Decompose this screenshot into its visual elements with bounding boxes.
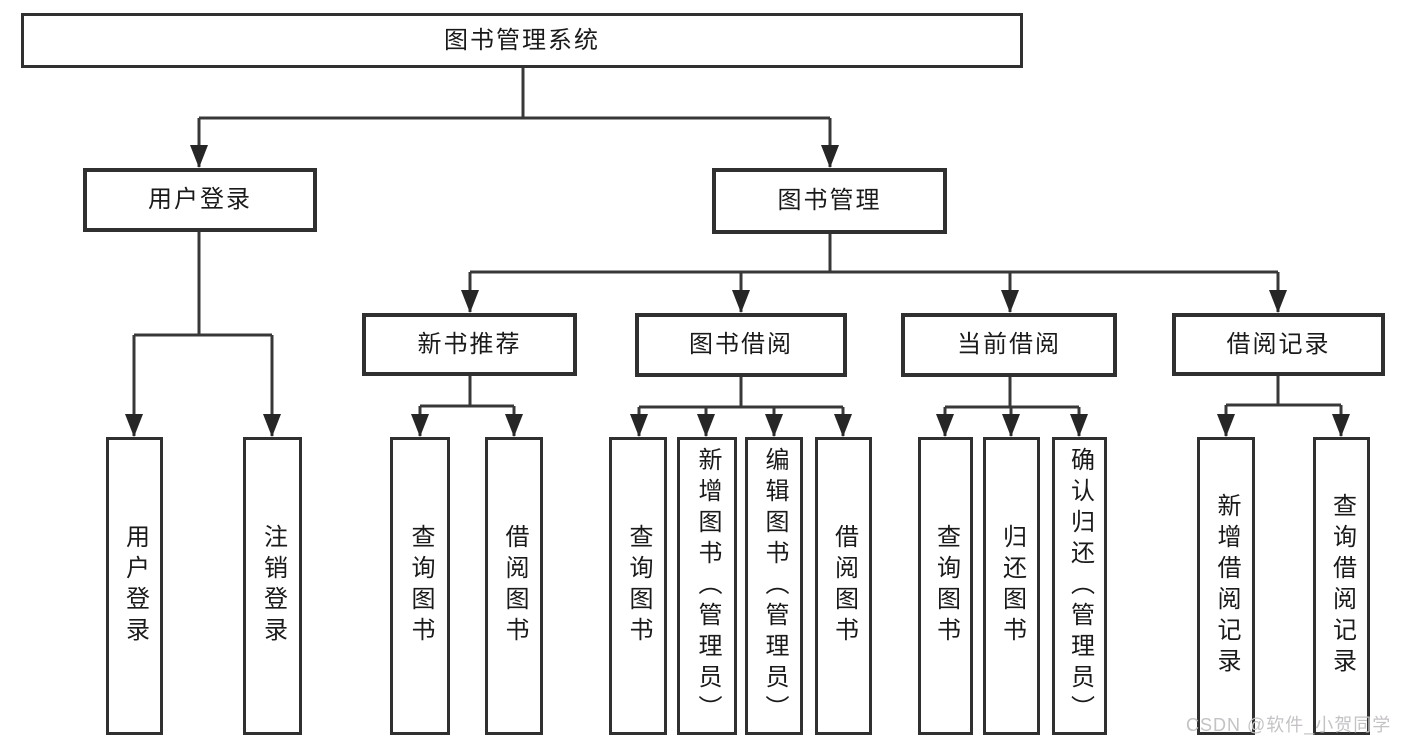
connector-arrows <box>125 118 1350 437</box>
node-new-book-recommend: 新书推荐 <box>362 313 577 376</box>
node-borrow-records: 借阅记录 <box>1172 313 1385 376</box>
watermark-text: CSDN @软件_小贺同学 <box>1186 715 1392 735</box>
leaf-borrow-books-recommend: 借阅图书 <box>485 437 543 735</box>
node-book-management: 图书管理 <box>712 168 947 234</box>
node-current-borrow: 当前借阅 <box>901 313 1117 377</box>
node-user-login: 用户登录 <box>83 168 317 232</box>
leaf-query-books-recommend: 查询图书 <box>390 437 450 735</box>
leaf-return-book: 归还图书 <box>983 437 1040 735</box>
leaf-query-books-current: 查询图书 <box>918 437 973 735</box>
leaf-query-books-borrow: 查询图书 <box>609 437 667 735</box>
leaf-add-borrow-record: 新增借阅记录 <box>1197 437 1255 735</box>
leaf-logout: 注销登录 <box>243 437 302 735</box>
leaf-borrow-books: 借阅图书 <box>815 437 872 735</box>
leaf-add-book-admin: 新增图书（管理员） <box>677 437 737 735</box>
connector-trunks <box>134 68 1341 409</box>
leaf-confirm-return-admin: 确认归还（管理员） <box>1052 437 1107 735</box>
leaf-user-login: 用户登录 <box>106 437 163 735</box>
node-root: 图书管理系统 <box>21 13 1023 68</box>
leaf-edit-book-admin: 编辑图书（管理员） <box>745 437 803 735</box>
node-book-borrow: 图书借阅 <box>635 313 847 377</box>
leaf-query-borrow-record: 查询借阅记录 <box>1313 437 1370 735</box>
